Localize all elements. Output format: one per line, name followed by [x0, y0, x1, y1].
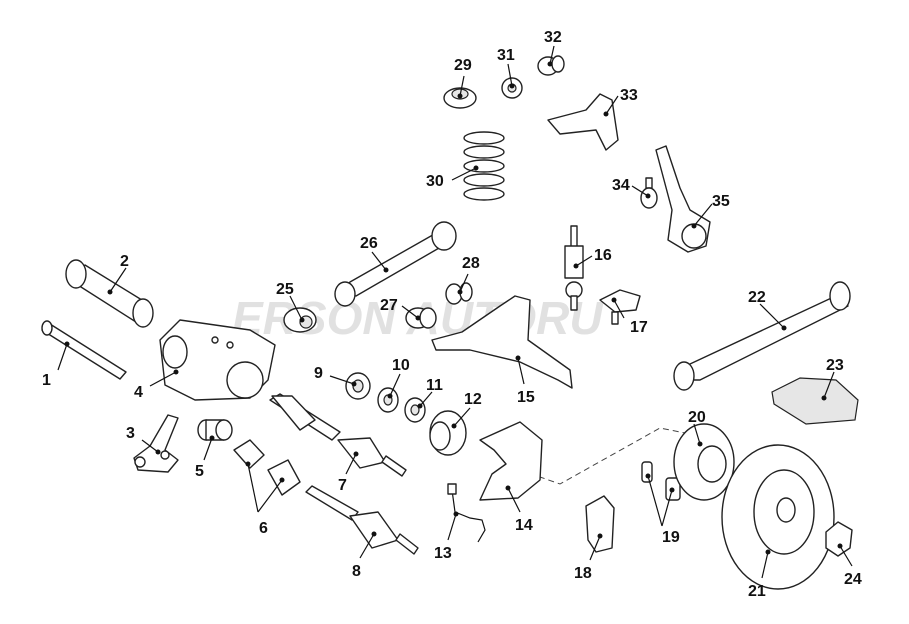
callout-labels: 1 2 3 4 5 6 7 8 9 10 11 12 13 14 15 16 1…	[42, 29, 862, 600]
callout-18: 18	[574, 565, 592, 582]
callout-30: 30	[426, 173, 444, 190]
callout-14: 14	[515, 517, 533, 534]
callout-24: 24	[844, 571, 862, 588]
callout-31: 31	[497, 47, 515, 64]
part-wheel-rim[interactable]	[721, 444, 835, 590]
part-drive-shaft[interactable]	[41, 320, 127, 380]
callout-4: 4	[134, 384, 143, 401]
part-bearing-11[interactable]	[404, 397, 426, 423]
part-cv-axle-upper[interactable]	[269, 393, 407, 477]
callout-26: 26	[360, 235, 378, 252]
part-dust-shield[interactable]	[479, 421, 543, 501]
callout-34: 34	[612, 177, 630, 194]
callout-22: 22	[748, 289, 766, 306]
callout-3: 3	[126, 425, 135, 442]
callout-29: 29	[454, 57, 472, 74]
part-brake-caliper[interactable]	[585, 495, 615, 553]
callout-2: 2	[120, 253, 129, 270]
part-drive-shaft-front[interactable]	[334, 221, 457, 307]
callout-19: 19	[662, 529, 680, 546]
part-coil-spring[interactable]	[463, 131, 505, 201]
callout-13: 13	[434, 545, 452, 562]
callout-35: 35	[712, 193, 730, 210]
callout-12: 12	[464, 391, 482, 408]
part-shock-absorber[interactable]	[564, 225, 584, 311]
callout-16: 16	[594, 247, 612, 264]
part-bearing-9[interactable]	[345, 372, 371, 400]
part-steering-knuckle[interactable]	[655, 145, 711, 253]
part-differential-housing[interactable]	[159, 319, 276, 401]
part-tire[interactable]	[771, 377, 859, 425]
part-mount-bracket[interactable]	[133, 414, 179, 473]
part-hub-flange[interactable]	[429, 410, 467, 456]
callout-6: 6	[259, 520, 268, 537]
callout-17: 17	[630, 319, 648, 336]
part-bushing-28[interactable]	[445, 282, 473, 305]
part-cv-boots[interactable]	[233, 439, 301, 496]
callout-7: 7	[338, 477, 347, 494]
part-wheel-nut[interactable]	[825, 521, 853, 557]
callout-9: 9	[314, 365, 323, 382]
callout-8: 8	[352, 563, 361, 580]
callout-11: 11	[426, 377, 443, 394]
part-cv-axle-lower[interactable]	[305, 485, 419, 555]
callout-20: 20	[688, 409, 706, 426]
callout-32: 32	[544, 29, 562, 46]
callout-33: 33	[620, 87, 638, 104]
callout-5: 5	[195, 463, 204, 480]
part-brake-disc[interactable]	[673, 423, 735, 501]
part-lower-control-arm[interactable]	[431, 295, 573, 389]
callout-23: 23	[826, 357, 844, 374]
callout-28: 28	[462, 255, 480, 272]
callout-21: 21	[748, 583, 766, 600]
part-bushing-27[interactable]	[405, 307, 437, 329]
callout-25: 25	[276, 281, 294, 298]
leader-lines	[57, 45, 853, 579]
part-upper-control-arm[interactable]	[547, 93, 619, 151]
callout-10: 10	[392, 357, 410, 374]
part-bushing-10[interactable]	[377, 387, 399, 413]
callout-15: 15	[517, 389, 535, 406]
callout-27: 27	[380, 297, 398, 314]
part-bushing-5[interactable]	[197, 419, 233, 441]
part-ball-joint[interactable]	[599, 289, 641, 325]
part-abs-sensor-cable[interactable]	[447, 483, 486, 543]
part-propeller-shaft[interactable]	[673, 281, 851, 391]
callout-1: 1	[42, 372, 51, 389]
